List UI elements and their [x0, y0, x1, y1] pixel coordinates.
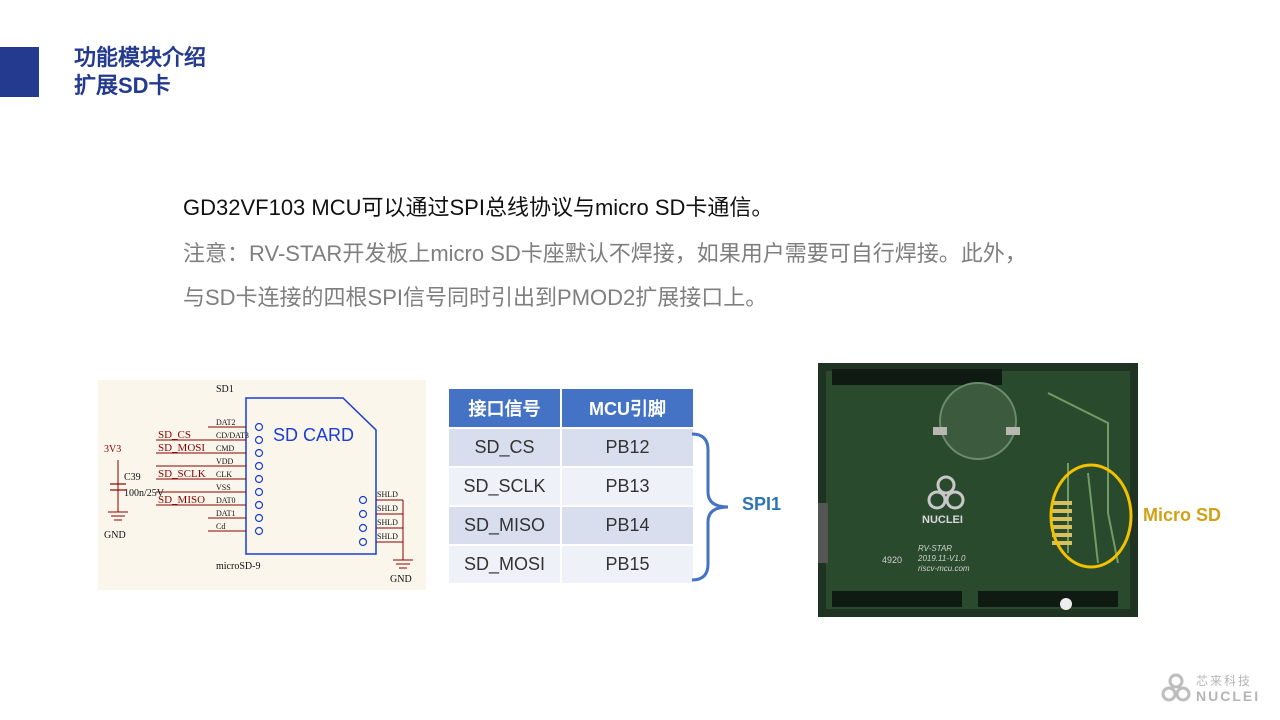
svg-text:DAT0: DAT0 — [216, 496, 236, 505]
schematic-part: microSD-9 — [216, 561, 260, 572]
pin-cell: PB12 — [562, 427, 695, 466]
note-line-2: 与SD卡连接的四根SPI信号同时引出到PMOD2扩展接口上。 — [183, 285, 768, 310]
nuclei-logo-icon — [1161, 673, 1191, 702]
power-label: 3V3 — [104, 444, 121, 455]
svg-text:SHLD: SHLD — [377, 490, 398, 499]
gnd-label-left: GND — [104, 530, 126, 541]
mounting-hole — [1060, 598, 1072, 610]
header-accent-bar — [0, 47, 39, 97]
svg-text:SD_CS: SD_CS — [158, 429, 191, 441]
pin-cell: PB13 — [562, 466, 695, 505]
header-pins — [832, 369, 1118, 607]
board-brand: NUCLEI — [922, 514, 963, 526]
micro-sd-highlight — [1049, 463, 1133, 569]
board-version: 2019.11-V1.0 — [917, 554, 966, 563]
spi-label: SPI1 — [742, 494, 782, 514]
brace-icon — [691, 432, 729, 582]
svg-text:SD_SCLK: SD_SCLK — [158, 468, 206, 480]
title-line-2: 扩展SD卡 — [74, 73, 171, 98]
pin-cell: PB14 — [562, 505, 695, 544]
signal-cell: SD_CS — [449, 427, 562, 466]
svg-text:SHLD: SHLD — [377, 504, 398, 513]
header-signal: 接口信号 — [449, 389, 562, 427]
title-line-1: 功能模块介绍 — [74, 45, 207, 70]
svg-text:VSS: VSS — [216, 483, 231, 492]
svg-text:CMD: CMD — [216, 444, 234, 453]
table-header-row: 接口信号 MCU引脚 — [449, 389, 695, 427]
footer-company-en: NUCLEI — [1196, 688, 1261, 704]
capacitor-symbol — [110, 483, 126, 491]
board-model: RV-STAR — [918, 544, 952, 553]
schematic-ref: SD1 — [216, 384, 234, 395]
pin-circles — [254, 422, 368, 547]
pin-cell: PB15 — [562, 544, 695, 583]
pin-wires — [117, 426, 404, 560]
board-photo: NUCLEI RV-STAR 2019.11-V1.0 riscv-mcu.co… — [818, 363, 1138, 617]
sd-schematic: SD1 SD CARD DAT2 CD/DAT3 CMD VDD CLK VSS… — [98, 380, 426, 590]
signal-cell: SD_MISO — [449, 505, 562, 544]
svg-text:CLK: CLK — [216, 470, 232, 479]
micro-sd-callout: Micro SD — [1143, 505, 1222, 525]
board-code: 4920 — [882, 555, 902, 565]
footer-company-cn: 芯来科技 — [1196, 674, 1253, 688]
card-label: SD CARD — [273, 425, 354, 445]
gnd-label-right: GND — [390, 574, 412, 585]
note-text: 注意：RV-STAR开发板上micro SD卡座默认不焊接，如果用户需要可自行焊… — [183, 232, 1143, 320]
signal-cell: SD_SCLK — [449, 466, 562, 505]
pin-name-labels: DAT2 CD/DAT3 CMD VDD CLK VSS DAT0 DAT1 C… — [216, 418, 249, 531]
sd-slot-pins — [1052, 501, 1072, 545]
shield-labels: SHLD SHLD SHLD SHLD — [377, 490, 398, 541]
svg-text:SD_MISO: SD_MISO — [158, 494, 205, 506]
header-mcu-pin: MCU引脚 — [562, 389, 695, 427]
signal-cell: SD_MOSI — [449, 544, 562, 583]
gnd-symbols — [108, 511, 413, 569]
svg-text:Cd: Cd — [216, 522, 225, 531]
card-outline — [245, 397, 377, 555]
page-title: 功能模块介绍 扩展SD卡 — [74, 44, 206, 100]
board-url: riscv-mcu.com — [918, 564, 970, 573]
nuclei-board-logo — [927, 475, 965, 510]
usb-connector — [818, 503, 828, 563]
battery-holder — [939, 382, 1017, 460]
svg-text:SHLD: SHLD — [377, 518, 398, 527]
cap-value: 100n/25V — [124, 488, 165, 499]
intro-text: GD32VF103 MCU可以通过SPI总线协议与micro SD卡通信。 — [183, 195, 774, 220]
svg-text:CD/DAT3: CD/DAT3 — [216, 431, 249, 440]
cap-ref: C39 — [124, 472, 141, 483]
net-labels: SD_CS SD_MOSI SD_SCLK SD_MISO — [158, 429, 206, 506]
svg-text:VDD: VDD — [216, 457, 234, 466]
svg-text:SD_MOSI: SD_MOSI — [158, 442, 205, 454]
svg-text:DAT2: DAT2 — [216, 418, 236, 427]
note-line-1: 注意：RV-STAR开发板上micro SD卡座默认不焊接，如果用户需要可自行焊… — [183, 241, 1027, 266]
svg-text:SHLD: SHLD — [377, 532, 398, 541]
svg-text:DAT1: DAT1 — [216, 509, 236, 518]
